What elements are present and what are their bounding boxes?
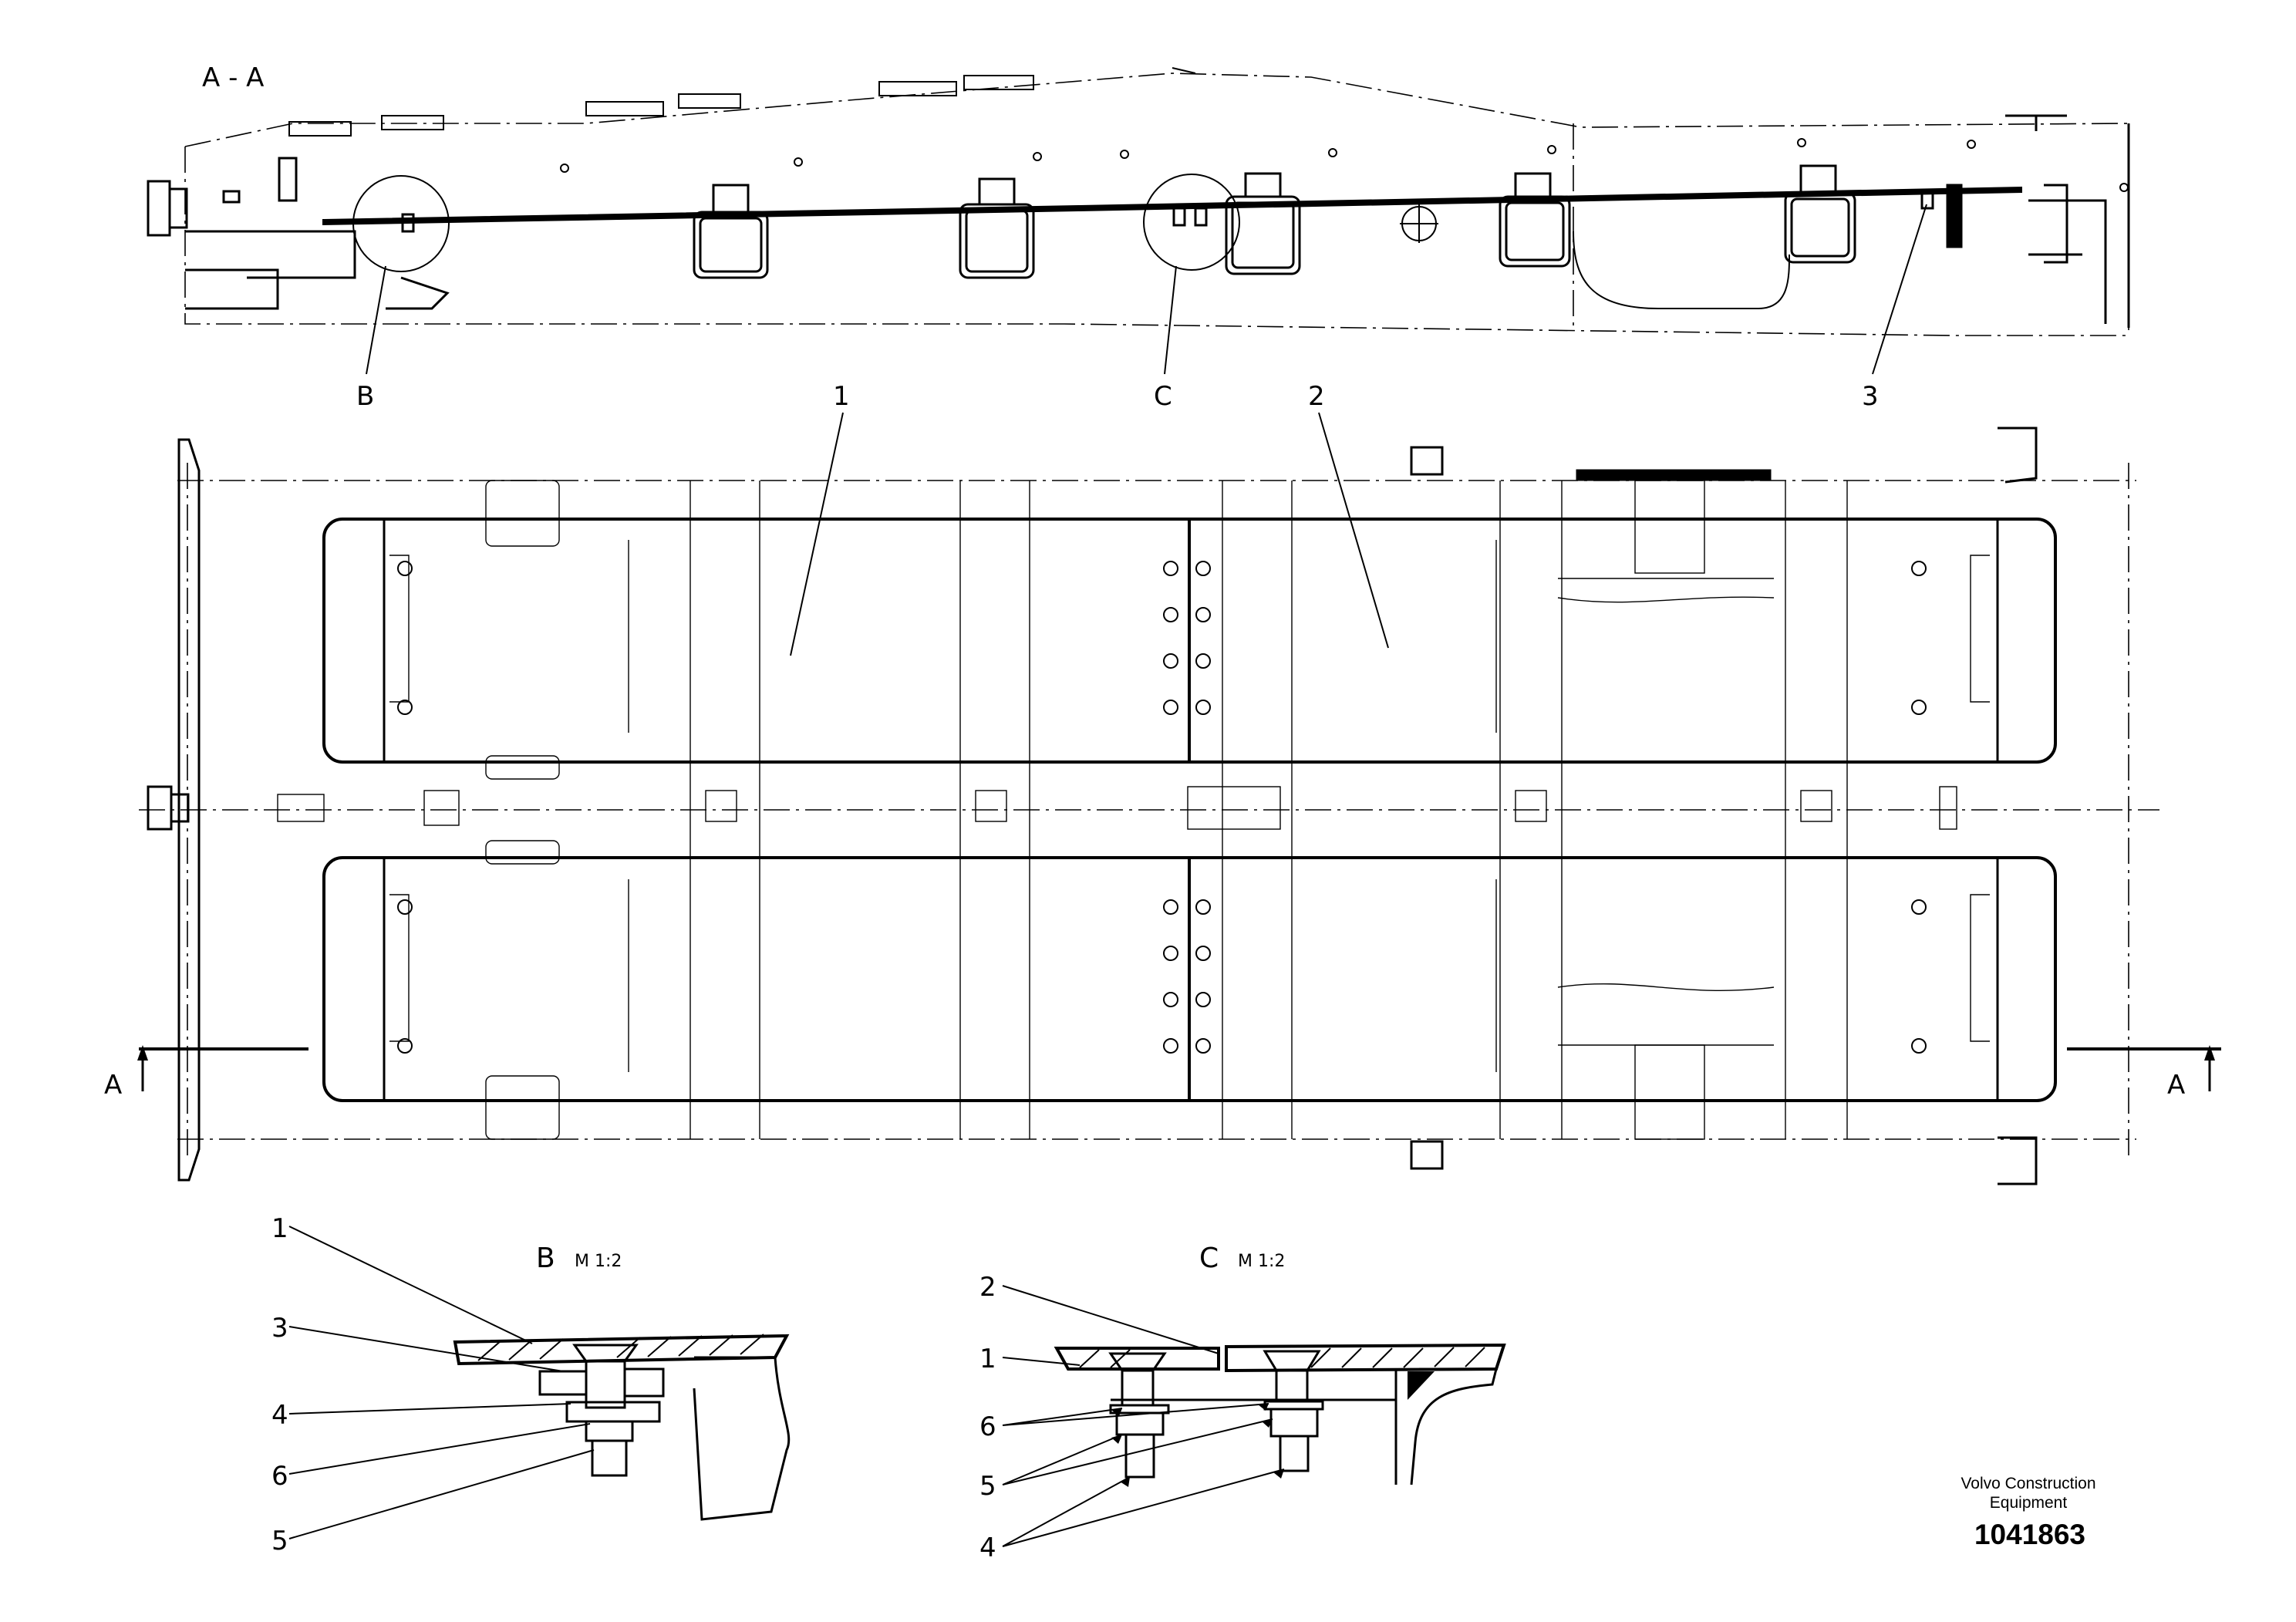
detail-b-callout-3: 3: [271, 1313, 288, 1344]
plan-view: 1 2 A A: [104, 381, 2221, 1185]
detail-c-callout-4: 4: [979, 1533, 996, 1563]
section-view-a-a: A - A: [147, 62, 2130, 412]
detail-c-scale: M 1:2: [1238, 1252, 1285, 1271]
section-view-title: A - A: [202, 62, 264, 93]
detail-c-callout-1: 1: [979, 1344, 996, 1374]
detail-b: B M 1:2 1 3 4 6 5: [271, 1213, 791, 1556]
detail-c-label: C: [1154, 381, 1172, 412]
detail-b-callout-1: 1: [271, 1213, 288, 1244]
detail-b-callout-6: 6: [271, 1461, 288, 1492]
detail-c-callout-5: 5: [979, 1471, 996, 1502]
detail-b-callout-4: 4: [271, 1400, 288, 1431]
detail-c-callout-6: 6: [979, 1411, 996, 1442]
detail-b-label: B: [356, 381, 374, 412]
part-2-label: 2: [1308, 381, 1325, 412]
detail-b-title: B: [536, 1243, 555, 1274]
part-3-label: 3: [1862, 381, 1879, 412]
detail-b-callout-5: 5: [271, 1526, 288, 1556]
detail-c: C M 1:2 2 1 6: [979, 1243, 1506, 1563]
section-marker-right: A: [2167, 1070, 2185, 1101]
company-name-line1: Volvo Construction: [1961, 1475, 2095, 1492]
title-block: Volvo Construction Equipment 1041863: [1961, 1475, 2095, 1550]
part-1-label: 1: [833, 381, 850, 412]
drawing-number: 1041863: [1974, 1519, 2085, 1550]
detail-b-scale: M 1:2: [575, 1252, 622, 1271]
detail-c-title: C: [1199, 1243, 1219, 1274]
detail-c-callout-2: 2: [979, 1272, 996, 1303]
section-marker-left: A: [104, 1070, 122, 1101]
company-name-line2: Equipment: [1990, 1494, 2068, 1512]
